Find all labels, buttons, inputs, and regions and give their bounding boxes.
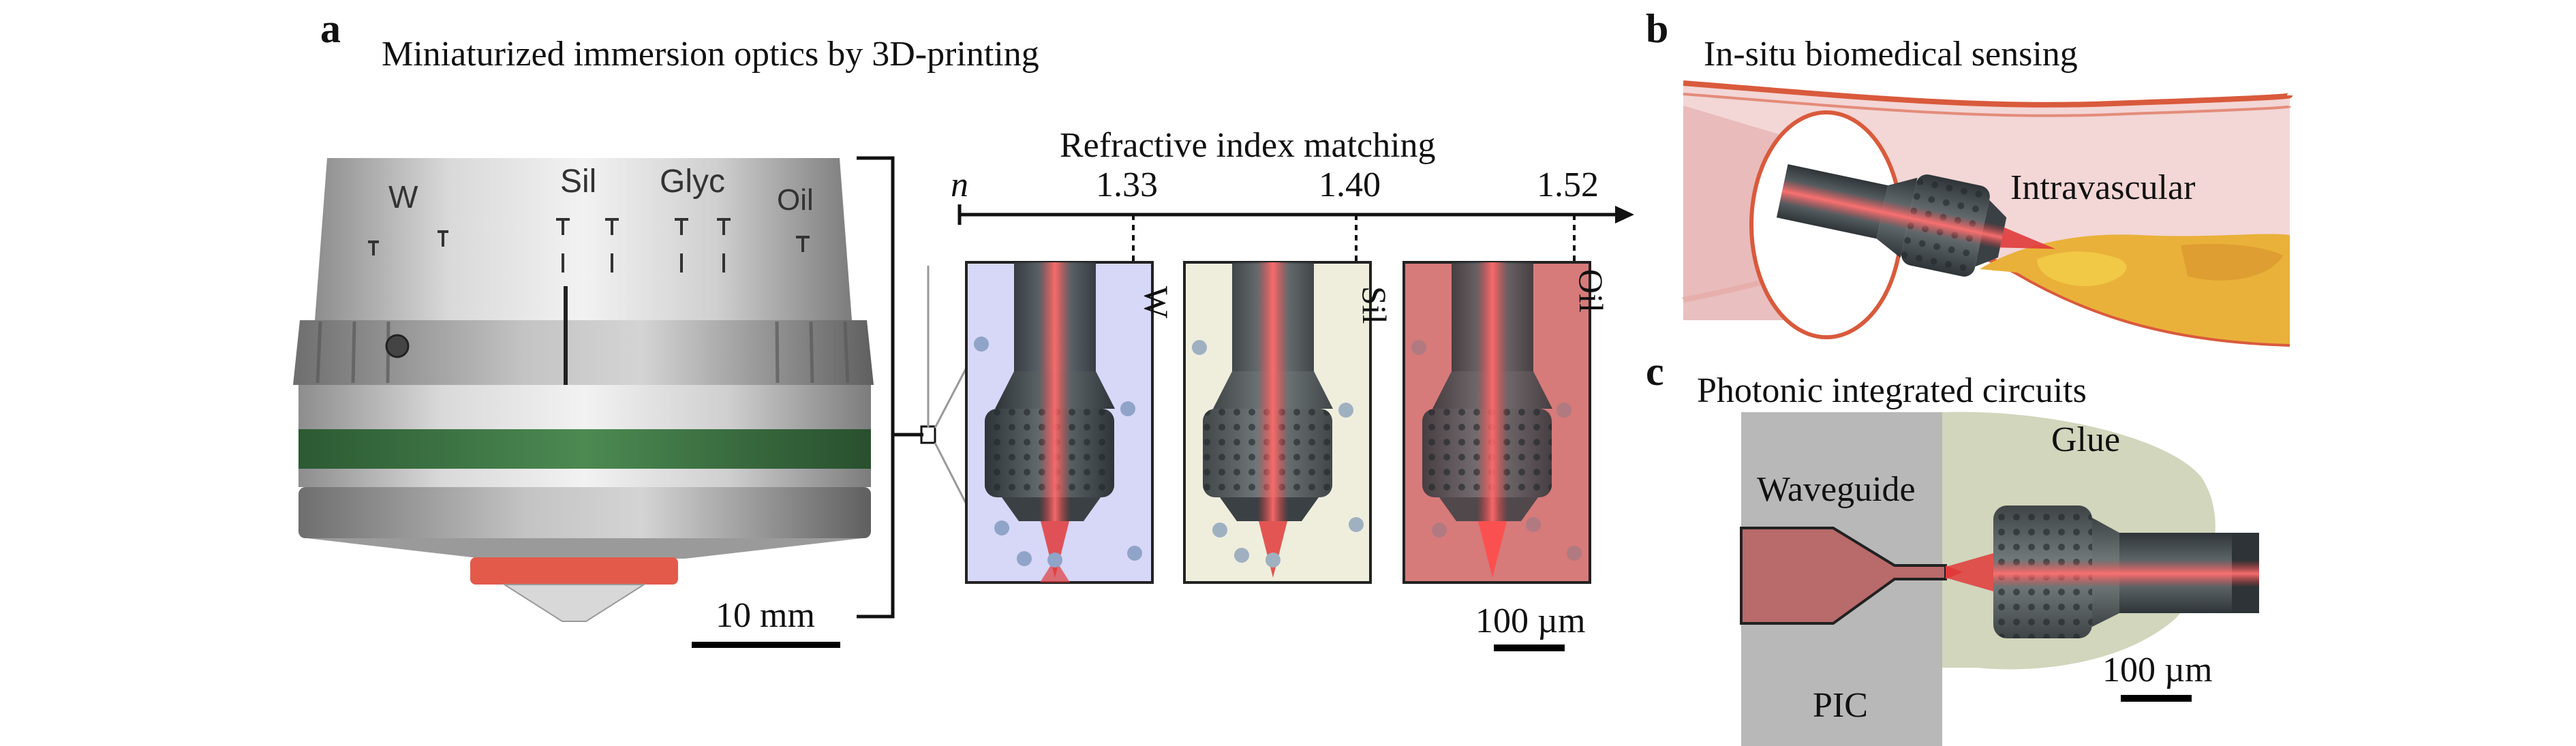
axis-symbol-n: n (951, 166, 968, 204)
objective-engravings (368, 218, 810, 273)
objective-label-sil: Sil (560, 164, 596, 200)
panel-c-letter: c (1646, 349, 1664, 394)
inset-oil-label: Oil (1572, 269, 1610, 313)
index-matching-title: Refractive index matching (1060, 126, 1436, 165)
axis-tick-3: 1.52 (1537, 166, 1599, 204)
panel-a: a Miniaturized immersion optics by 3D-pr… (293, 6, 1634, 651)
objective-photo: W Sil Glyc Oil (293, 158, 874, 622)
index-axis: Refractive index matching n 1.33 1.40 1.… (951, 126, 1634, 262)
scale-bar-10mm: 10 mm (692, 596, 840, 648)
inset-silicone-label: Sil (1355, 286, 1394, 324)
vessel-lens-probe (1776, 164, 2056, 277)
set-screw (385, 334, 410, 358)
front-lens-tip (502, 584, 647, 622)
intravascular-label: Intravascular (2010, 168, 2195, 207)
scale-bar-10mm-label: 10 mm (716, 596, 815, 635)
objective-label-oil: Oil (777, 183, 814, 217)
panel-a-letter: a (320, 6, 341, 51)
axis-tick-2: 1.40 (1319, 166, 1381, 204)
panel-a-title: Miniaturized immersion optics by 3D-prin… (382, 35, 1039, 74)
inset-silicone: Sil (1183, 261, 1394, 584)
inset-water-label: W (1137, 286, 1176, 319)
inset-oil: Oil (1402, 261, 1610, 584)
objective-label-glyc: Glyc (660, 164, 725, 200)
axis-arrowhead (1615, 206, 1634, 223)
objective-bottom-rim (298, 487, 871, 538)
knurled-ring (293, 320, 874, 385)
scale-bar-pic-label: 100 µm (2102, 651, 2212, 689)
inset-water: W (965, 261, 1176, 584)
panel-c: c Photonic integrated circuits Glue Wave… (1646, 349, 2259, 746)
pic-label: PIC (1813, 686, 1868, 725)
front-lens-ring (470, 557, 678, 585)
objective-upper-body (315, 158, 852, 320)
panel-b-title: In-situ biomedical sensing (1704, 35, 2078, 74)
blood-vessel: Intravascular (1683, 80, 2293, 347)
pic-lens-probe (1993, 506, 2259, 638)
objective-label-w: W (388, 179, 418, 215)
panel-b-letter: b (1646, 6, 1668, 51)
objective-green-band (298, 429, 871, 469)
glue-label: Glue (2051, 420, 2120, 459)
scale-bar-pic: 100 µm (2102, 651, 2212, 702)
panel-b: b In-situ biomedical sensing (1646, 6, 2293, 347)
scale-bar-inset: 100 µm (1475, 602, 1585, 651)
axis-tick-1: 1.33 (1096, 166, 1158, 204)
objective-bracket (857, 156, 895, 619)
waveguide-label: Waveguide (1757, 470, 1916, 509)
scale-bar-inset-label: 100 µm (1475, 602, 1585, 640)
panel-c-title: Photonic integrated circuits (1697, 371, 2087, 410)
